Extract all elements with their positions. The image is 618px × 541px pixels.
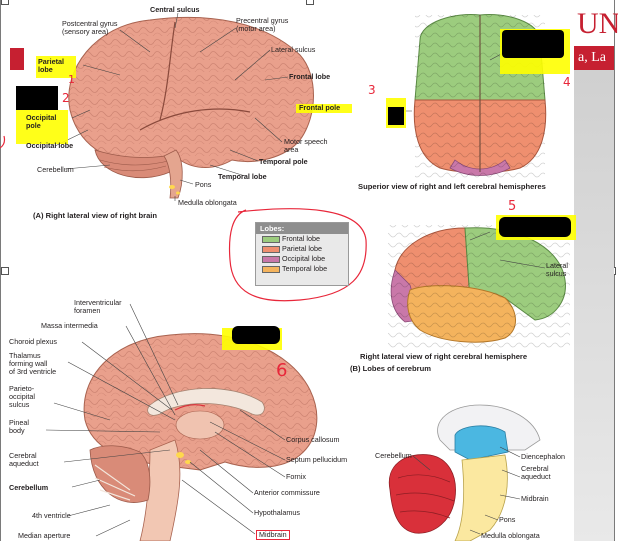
legend-label-occipital: Occipital lobe <box>282 254 326 263</box>
slide-red-band-right <box>574 46 614 70</box>
highlight-frontal-pole <box>296 104 352 113</box>
legend-item-frontal: Frontal lobe <box>256 234 348 244</box>
page-left-edge <box>0 0 1 541</box>
leader-lines <box>45 12 546 537</box>
legend-item-temporal: Temporal lobe <box>256 264 348 274</box>
legend-swatch-parietal <box>262 246 280 253</box>
label-parieto-occipital-sulcus: Parieto- occipital sulcus <box>9 384 35 410</box>
label-midbrain-d: Midbrain <box>521 494 549 503</box>
lobes-lateral-illustration <box>388 225 570 348</box>
handwritten-number-5: 5 <box>508 199 517 214</box>
brainstem-colored-illustration <box>388 404 541 541</box>
label-anterior-commissure: Anterior commissure <box>254 488 320 497</box>
label-motor-speech-area: Motor speech area <box>284 137 328 155</box>
subcaption-panel-b: (B) Lobes of cerebrum <box>350 364 432 373</box>
label-median-aperture: Median aperture <box>18 531 71 540</box>
label-hypothalamus: Hypothalamus <box>254 508 300 517</box>
handwritten-number-6: 6 <box>276 360 288 381</box>
lobes-legend: Lobes: Frontal lobe Parietal lobe Occipi… <box>255 222 349 286</box>
label-pineal-body: Pineal body <box>9 418 29 436</box>
label-pons-d: Pons <box>499 515 516 524</box>
label-lateral-sulcus-b: Lateral sulcus <box>546 261 568 279</box>
redaction-panel-c <box>232 326 280 344</box>
label-interventricular-foramen: Interventricular foramen <box>74 298 122 316</box>
label-temporal-pole: Temporal pole <box>259 157 308 166</box>
label-frontal-pole: Frontal pole <box>299 103 341 112</box>
handwritten-number-3: 3 <box>368 83 376 97</box>
handwritten-number-1: 1 <box>68 73 75 86</box>
highlight-parietal <box>36 56 76 78</box>
label-central-sulcus: Central sulcus <box>150 5 200 14</box>
annotation-layer <box>0 29 576 350</box>
redaction-panel-b <box>499 217 571 237</box>
label-cerebellum-c: Cerebellum <box>9 483 49 492</box>
label-cerebellum-a: Cerebellum <box>37 165 74 174</box>
label-septum-pellucidum: Septum pellucidum <box>286 455 348 464</box>
label-fourth-ventricle: 4th ventricle <box>32 511 71 520</box>
handwritten-number-4: 4 <box>563 75 571 89</box>
annotation-mark-left <box>0 135 6 149</box>
handwritten-number-2: 2 <box>62 91 70 105</box>
label-thalamus: Thalamus forming wall of 3rd ventricle <box>9 351 57 377</box>
legend-title: Lobes: <box>256 223 348 234</box>
label-cerebral-aqueduct-d: Cerebral aqueduct <box>521 464 551 482</box>
label-postcentral-gyrus: Postcentral gyrus (sensory area) <box>62 19 118 37</box>
caption-superior-view: Superior view of right and left cerebral… <box>358 182 546 191</box>
legend-item-occipital: Occipital lobe <box>256 254 348 264</box>
legend-swatch-frontal <box>262 236 280 243</box>
selection-handle-top-left[interactable] <box>1 0 9 5</box>
label-occipital-lobe: Occipital lobe <box>26 141 74 150</box>
legend-label-parietal: Parietal lobe <box>282 244 322 253</box>
label-massa-intermedia: Massa intermedia <box>41 321 98 330</box>
label-precentral-gyrus: Precentral gyrus (motor area) <box>236 16 289 34</box>
legend-label-frontal: Frontal lobe <box>282 234 320 243</box>
label-frontal-lobe: Frontal lobe <box>289 72 331 81</box>
legend-item-parietal: Parietal lobe <box>256 244 348 254</box>
caption-panel-b: Right lateral view of right cerebral hem… <box>360 352 528 361</box>
selection-handle-middle-left[interactable] <box>1 267 9 275</box>
label-occipital-pole: Occipital pole <box>26 113 57 131</box>
redaction-frontal-pole <box>388 107 404 125</box>
label-choroid-plexus: Choroid plexus <box>9 337 57 346</box>
label-corpus-callosum: Corpus callosum <box>286 435 340 444</box>
slide-subheading-partial: a, La <box>578 50 606 65</box>
label-lateral-sulcus-a: Lateral sulcus <box>271 45 316 54</box>
label-parietal-lobe: Parietal lobe <box>38 57 64 75</box>
label-medulla-oblongata-d: Medulla oblongata <box>481 531 540 540</box>
midsagittal-brain-illustration <box>83 333 318 541</box>
legend-swatch-occipital <box>262 256 280 263</box>
label-temporal-lobe: Temporal lobe <box>218 172 267 181</box>
label-diencephalon: Diencephalon <box>521 452 565 461</box>
label-fornix: Fornix <box>286 472 306 481</box>
redaction-top-right <box>502 30 564 58</box>
caption-panel-a: (A) Right lateral view of right brain <box>33 211 158 220</box>
legend-label-temporal: Temporal lobe <box>282 264 328 273</box>
slide-red-band-left <box>10 48 24 70</box>
label-cerebral-aqueduct-c: Cerebral aqueduct <box>9 451 39 469</box>
label-pons-a: Pons <box>195 180 212 189</box>
legend-swatch-temporal <box>262 266 280 273</box>
selection-handle-top-middle[interactable] <box>306 0 314 5</box>
label-medulla-oblongata-a: Medulla oblongata <box>178 198 237 207</box>
highlight-occipital-pole <box>16 110 68 144</box>
lateral-brain-illustration <box>68 16 314 199</box>
annotation-circle-legend <box>228 208 367 302</box>
slide-heading-partial: UN <box>577 7 618 40</box>
slide-grey-band-right <box>574 70 614 541</box>
redaction-left <box>16 86 58 110</box>
label-midbrain-c: Midbrain <box>256 530 290 541</box>
label-cerebellum-d: Cerebellum <box>375 451 412 460</box>
